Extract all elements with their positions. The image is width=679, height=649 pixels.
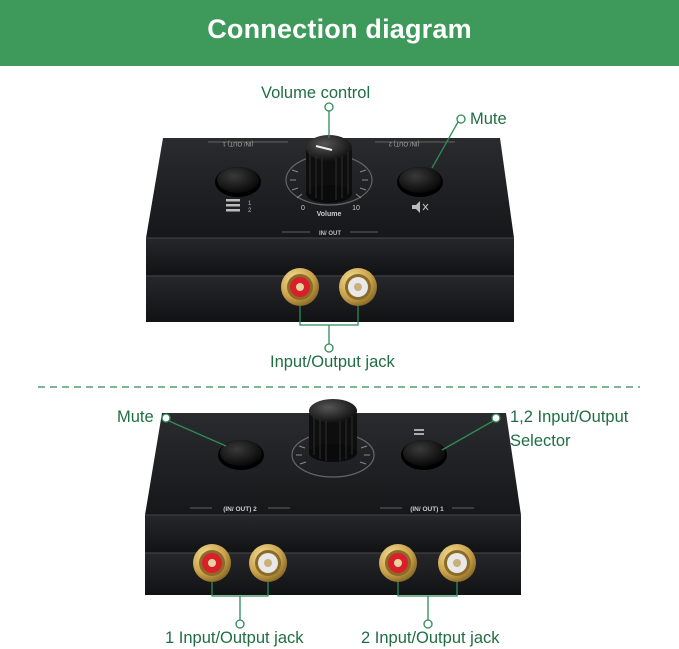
top-device-front-lower <box>146 276 514 322</box>
top-label-in-out-1: (IN/ OUT) 1 <box>222 140 254 146</box>
callout-mute-top: Mute <box>470 110 507 128</box>
top-callout-lines <box>299 102 466 353</box>
callout-jack-2: 2 Input/Output jack <box>361 629 500 647</box>
callout-jack-1: 1 Input/Output jack <box>165 629 304 647</box>
bottom-jack-1-red[interactable] <box>379 544 417 582</box>
bottom-jack-2-red[interactable] <box>193 544 231 582</box>
bottom-volume-knob[interactable] <box>309 399 357 462</box>
top-white-jack[interactable] <box>339 268 377 306</box>
top-selector-1: 1 <box>248 201 252 207</box>
top-red-jack[interactable] <box>281 268 319 306</box>
bottom-selector-button[interactable] <box>403 440 445 466</box>
selector-icon <box>226 199 240 212</box>
top-selector-2: 2 <box>248 208 252 214</box>
header-banner: Connection diagram <box>0 0 679 66</box>
top-device-front-upper <box>146 238 514 276</box>
top-mute-button[interactable] <box>399 167 441 193</box>
callout-input-output-jack: Input/Output jack <box>270 353 395 371</box>
top-scale-max: 10 <box>352 205 360 212</box>
volume-knob[interactable] <box>306 135 352 203</box>
bottom-device-top-face <box>145 413 521 515</box>
bottom-jack-1-white[interactable] <box>438 544 476 582</box>
callout-selector-line2: Selector <box>510 432 571 450</box>
bottom-label-in-out-1: (IN/ OUT) 1 <box>410 506 444 513</box>
callout-mute-bottom: Mute <box>117 408 154 426</box>
top-device: (IN/ OUT) 1 (IN/ OUT) 2 1 2 <box>146 135 514 322</box>
top-scale-min: 0 <box>301 205 305 212</box>
bottom-device: (IN/ OUT) 2 (IN/ OUT) 1 <box>145 399 521 595</box>
bottom-label-in-out-2: (IN/ OUT) 2 <box>223 506 257 513</box>
bottom-callout-lines <box>161 413 501 629</box>
bottom-mute-button[interactable] <box>220 440 262 466</box>
callout-selector-line1: 1,2 Input/Output <box>510 408 629 426</box>
top-volume-label: Volume <box>317 211 342 218</box>
callout-volume-control: Volume control <box>261 84 371 102</box>
top-selector-button[interactable] <box>217 167 259 193</box>
top-label-in-out-2: (IN/ OUT) 2 <box>388 140 420 146</box>
page-title: Connection diagram <box>207 14 472 44</box>
bottom-selector-icon <box>414 429 424 435</box>
mute-speaker-icon <box>412 201 429 213</box>
bottom-jack-2-white[interactable] <box>249 544 287 582</box>
top-label-in-out: IN/ OUT <box>319 231 341 237</box>
